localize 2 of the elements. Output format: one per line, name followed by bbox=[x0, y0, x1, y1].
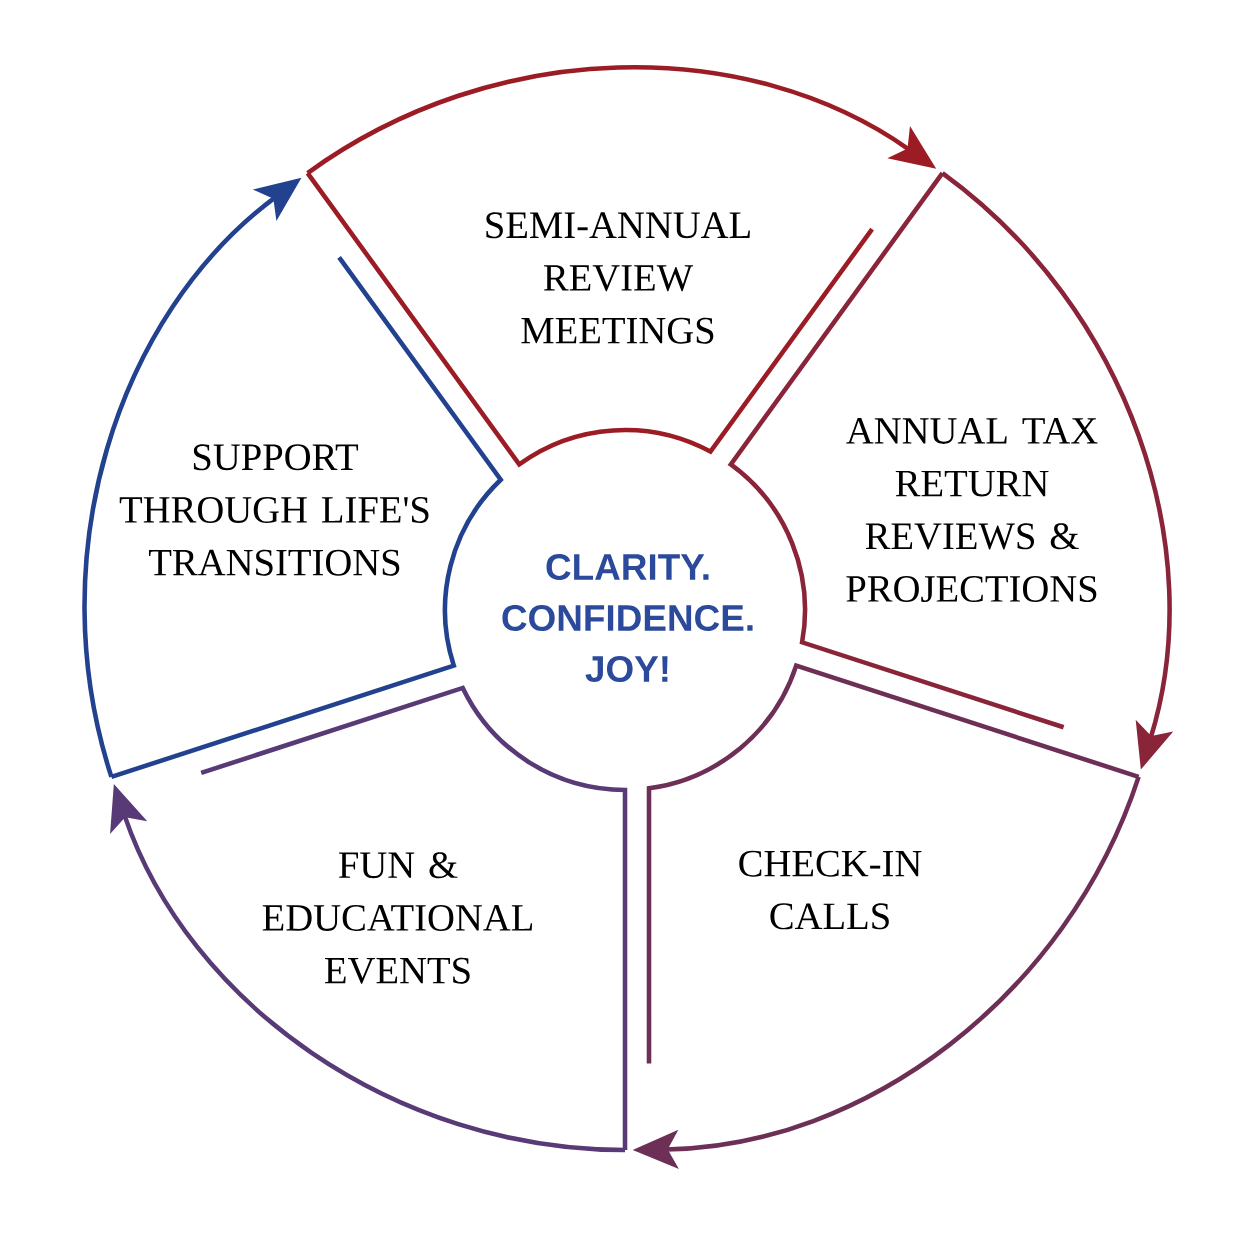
segment: FUN & EDUCATIONAL EVENTS bbox=[200, 685, 628, 1150]
center-text: CLARITY. CONFIDENCE. JOY! bbox=[502, 553, 753, 682]
